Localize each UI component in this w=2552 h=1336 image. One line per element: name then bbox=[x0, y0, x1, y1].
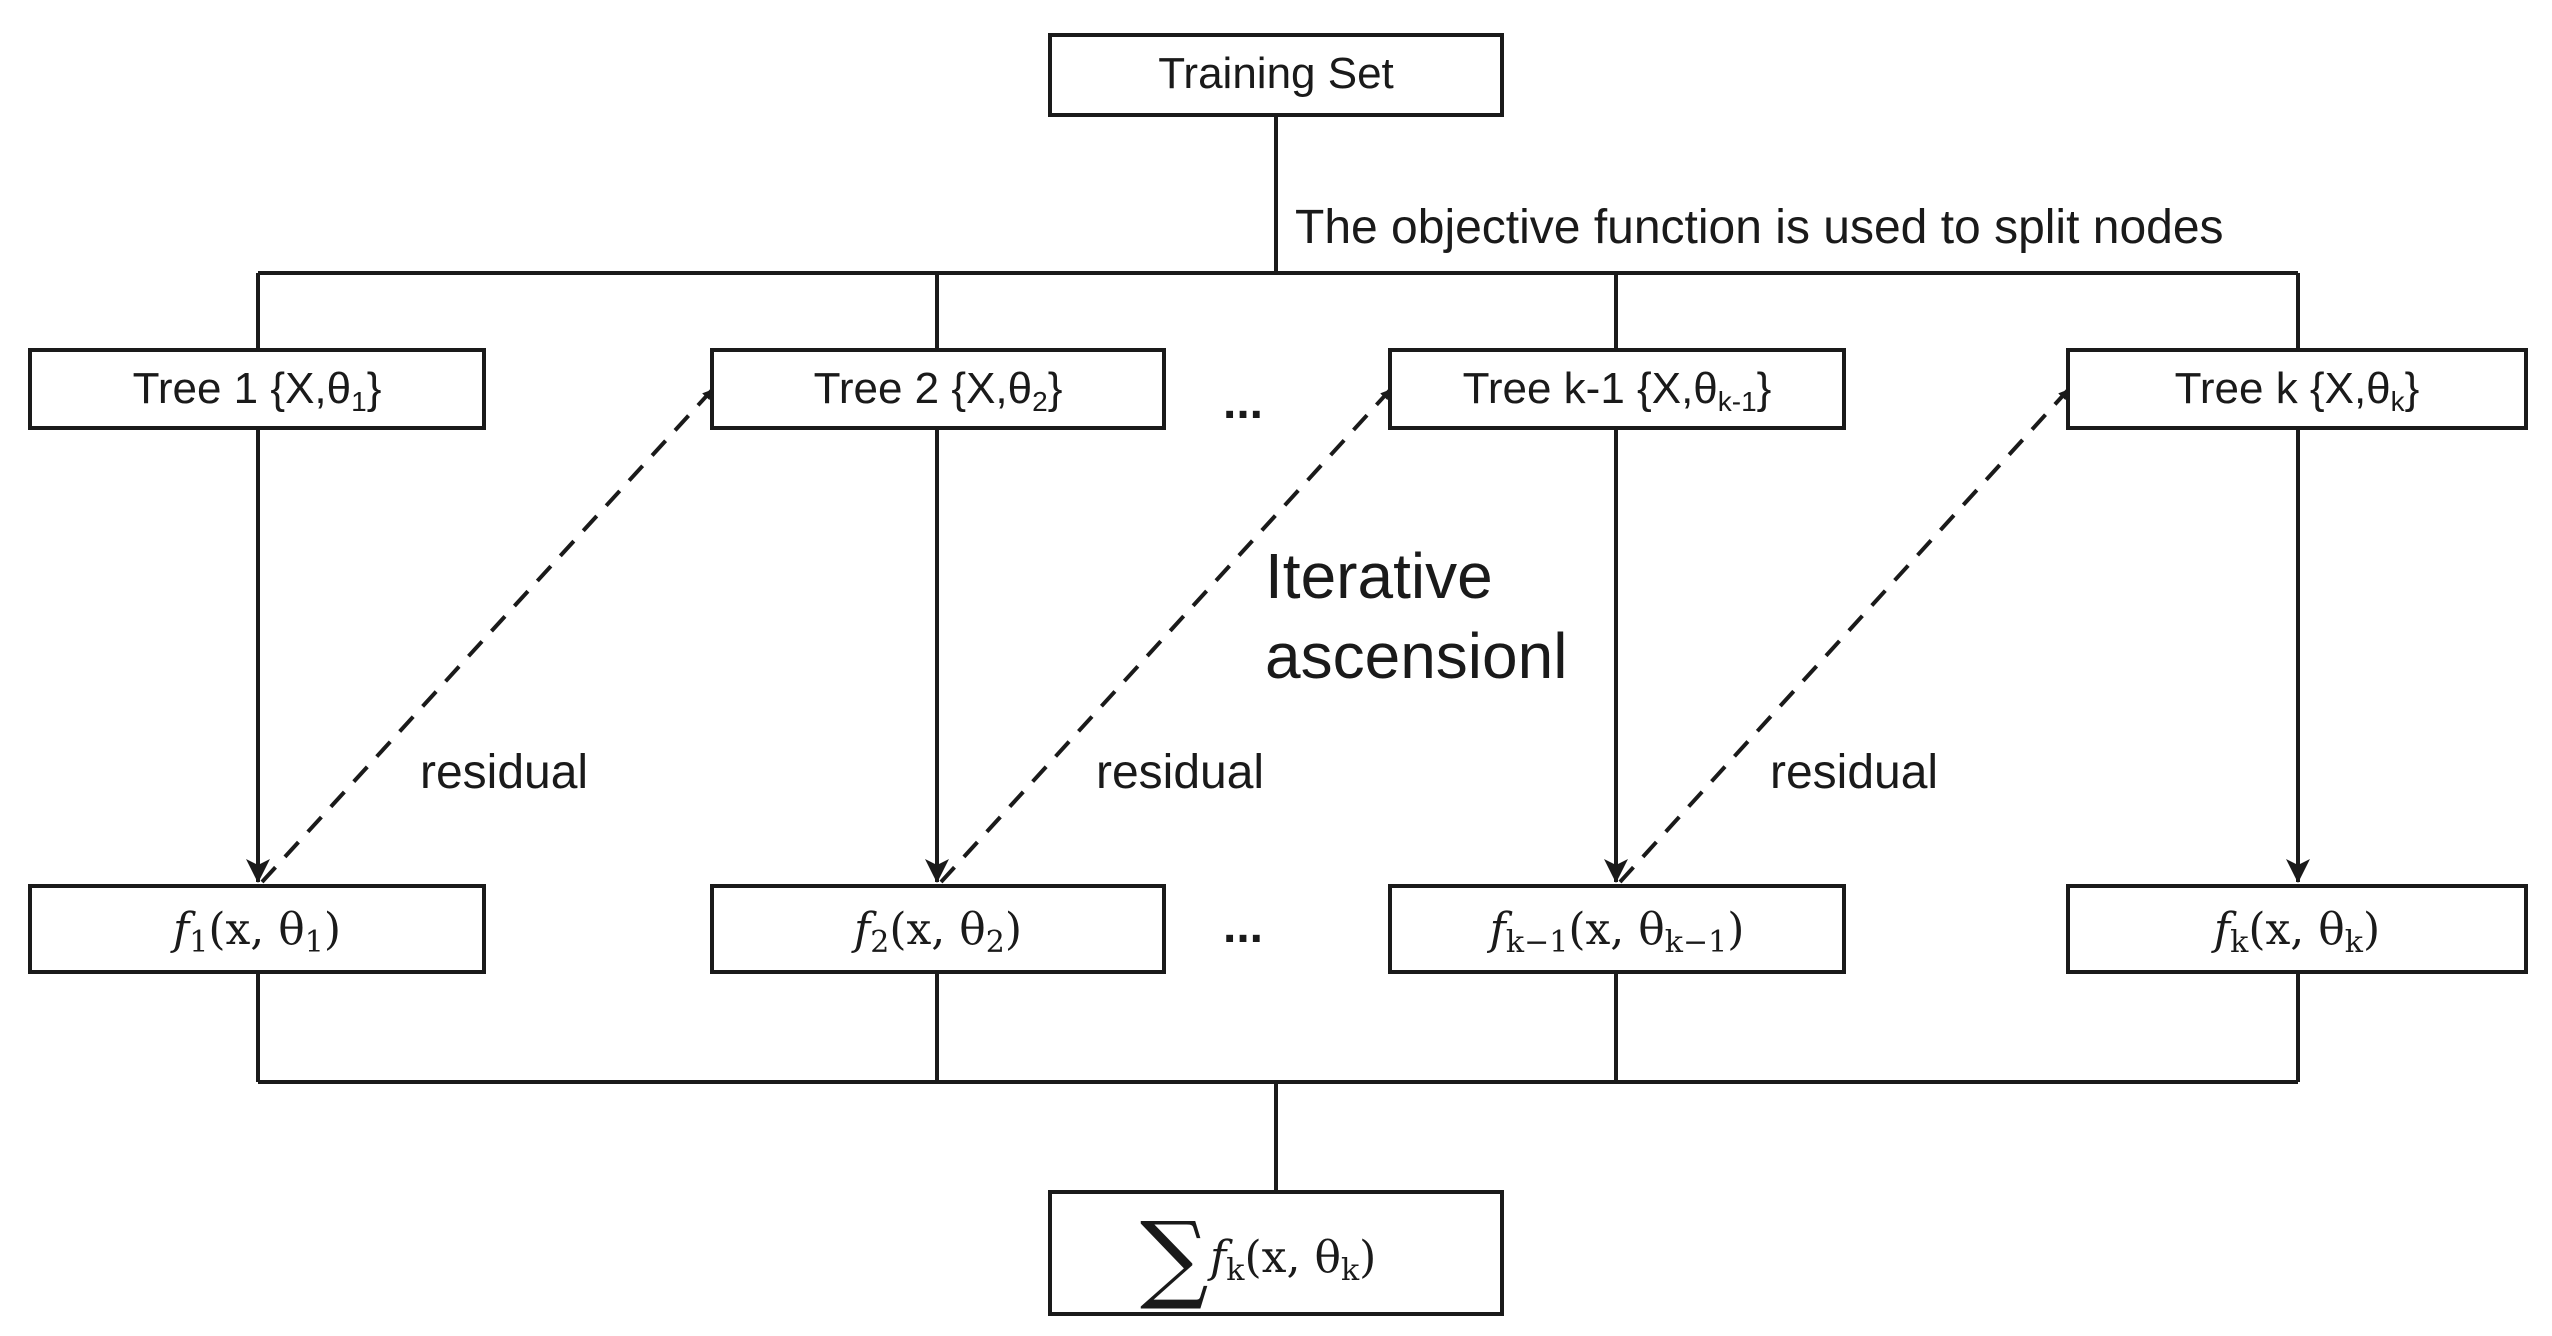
svg-text:Tree k-1 {X,θk-1}: Tree k-1 {X,θk-1} bbox=[1463, 364, 1772, 417]
tree-node-k-1: Tree k-1 {X,θk-1} bbox=[1388, 348, 1846, 430]
training-set-node: Training Set bbox=[1048, 33, 1504, 117]
split-note: The objective function is used to split … bbox=[1295, 201, 2224, 254]
svg-text:Tree 1 {X,θ1}: Tree 1 {X,θ1} bbox=[133, 364, 382, 417]
iterative-label-line-2: ascensionl bbox=[1265, 620, 1567, 692]
tree-label: Tree k {X,θ bbox=[2175, 364, 2391, 413]
function-ellipsis: ... bbox=[1223, 900, 1263, 953]
tree-subscript: k-1 bbox=[1718, 386, 1757, 417]
function-node-k-1: fk−1(x, θk−1) bbox=[1388, 884, 1846, 974]
function-node-k: fk(x, θk) bbox=[2066, 884, 2528, 974]
iterative-label-line-1: Iterative bbox=[1265, 540, 1493, 612]
tree-subscript: 2 bbox=[1032, 386, 1048, 417]
tree-label: Tree 1 {X,θ bbox=[133, 364, 352, 413]
svg-text:Tree 2 {X,θ2}: Tree 2 {X,θ2} bbox=[814, 364, 1063, 417]
tree-ellipsis: ... bbox=[1223, 376, 1263, 429]
residual-label-1: residual bbox=[420, 746, 588, 799]
tree-node-k: Tree k {X,θk} bbox=[2066, 348, 2528, 430]
svg-text:fk(x, θk): fk(x, θk) bbox=[1207, 1232, 1376, 1288]
tree-subscript: k bbox=[2391, 386, 2406, 417]
svg-text:f1(x, θ1): f1(x, θ1) bbox=[170, 904, 341, 960]
tree-label: Tree k-1 {X,θ bbox=[1463, 364, 1718, 413]
residual-arrow-3 bbox=[1618, 388, 2070, 884]
tree-node-2: Tree 2 {X,θ2} bbox=[710, 348, 1166, 430]
tree-node-1: Tree 1 {X,θ1} bbox=[28, 348, 486, 430]
function-node-1: f1(x, θ1) bbox=[28, 884, 486, 974]
function-node-2: f2(x, θ2) bbox=[710, 884, 1166, 974]
tree-label: Tree 2 {X,θ bbox=[814, 364, 1033, 413]
training-set-label: Training Set bbox=[1158, 49, 1394, 98]
sum-symbol: ∑ bbox=[1140, 1201, 1209, 1313]
residual-arrow-1 bbox=[260, 388, 714, 884]
svg-text:fk−1(x, θk−1): fk−1(x, θk−1) bbox=[1487, 904, 1745, 960]
residual-label-2: residual bbox=[1096, 746, 1264, 799]
svg-text:f2(x, θ2): f2(x, θ2) bbox=[851, 904, 1022, 960]
svg-text:Tree k {X,θk}: Tree k {X,θk} bbox=[2175, 364, 2420, 417]
sum-node: ∑ fk(x, θk) bbox=[1048, 1190, 1504, 1316]
residual-arrow-2 bbox=[939, 388, 1392, 884]
svg-text:fk(x, θk): fk(x, θk) bbox=[2211, 904, 2380, 960]
tree-subscript: 1 bbox=[351, 386, 367, 417]
residual-label-3: residual bbox=[1770, 746, 1938, 799]
